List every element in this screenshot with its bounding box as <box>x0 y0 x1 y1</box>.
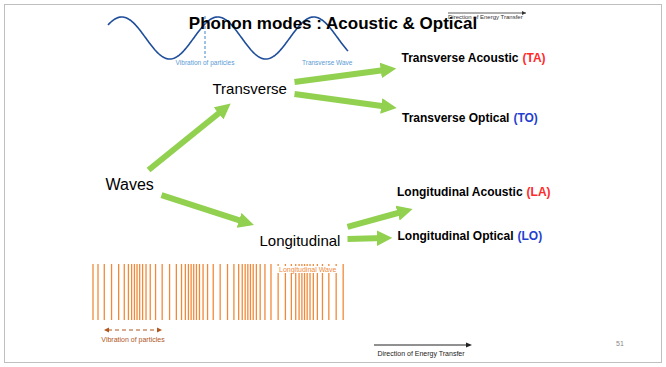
compression-line <box>104 264 105 320</box>
compression-line <box>219 264 220 320</box>
compression-line <box>264 264 265 320</box>
compression-line <box>118 264 119 320</box>
compression-line <box>139 264 140 320</box>
compression-line <box>190 264 191 320</box>
compression-line <box>176 264 177 320</box>
direction-label: Direction of Energy Transfer <box>448 14 523 20</box>
compression-line <box>256 264 257 320</box>
longitudinal-wave <box>93 264 343 320</box>
compression-line <box>155 264 156 320</box>
compression-line <box>253 264 254 320</box>
compression-line <box>142 264 143 320</box>
compression-line <box>196 264 197 320</box>
compression-line <box>92 264 93 320</box>
mode-abbreviation: (LA) <box>527 185 551 199</box>
direction-label: Direction of Energy Transfer <box>377 350 464 357</box>
direction-arrow <box>374 345 468 346</box>
category-label: Transverse <box>210 78 291 99</box>
compression-line <box>245 264 246 320</box>
mode-abbreviation: (TA) <box>522 51 545 65</box>
slide-number: 51 <box>616 340 624 347</box>
mode-abbreviation: (LO) <box>518 229 543 243</box>
branch-arrow <box>295 94 390 107</box>
compression-line <box>193 264 194 320</box>
slide-border <box>5 5 662 363</box>
mode-label: Transverse Acoustic(TA) <box>399 49 550 67</box>
compression-line <box>185 264 186 320</box>
mode-label: Transverse Optical (TO) <box>399 109 541 127</box>
compression-line <box>169 264 170 320</box>
category-label: Longitudinal <box>257 230 344 251</box>
arrowhead <box>157 328 162 333</box>
arrowhead <box>104 328 109 333</box>
branch-arrow <box>348 235 385 242</box>
compression-line <box>227 264 228 320</box>
node-text: Transverse Optical <box>402 111 509 125</box>
mode-abbreviation: (TO) <box>513 111 537 125</box>
branch-arrow <box>149 109 225 171</box>
node-text: Longitudinal <box>260 232 341 249</box>
branch-arrow <box>348 211 406 227</box>
compression-line <box>97 264 98 320</box>
compression-line <box>124 264 125 320</box>
compression-line <box>202 264 203 320</box>
compression-line <box>242 264 243 320</box>
direction-arrow <box>448 13 526 14</box>
slide-title: Phonon modes : Acoustic & Optical <box>0 14 666 34</box>
compression-line <box>134 264 135 320</box>
compression-line <box>128 264 129 320</box>
compression-line <box>260 264 261 320</box>
compression-line <box>343 264 344 320</box>
compression-line <box>233 264 234 320</box>
branch-arrow <box>295 69 389 82</box>
node-text: Longitudinal Optical <box>398 229 514 243</box>
wave-label: Longitudinal Wave <box>277 266 338 273</box>
compression-line <box>181 264 182 320</box>
compression-line <box>188 264 189 320</box>
node-text: Transverse Acoustic <box>402 51 519 65</box>
compression-line <box>111 264 112 320</box>
mode-label: Longitudinal Optical (LO) <box>395 227 546 245</box>
compression-line <box>247 264 248 320</box>
branch-arrow <box>162 195 247 223</box>
node-text: Transverse <box>213 80 287 97</box>
compression-line <box>131 264 132 320</box>
mode-label: Longitudinal Acoustic (LA) <box>394 183 554 201</box>
compression-line <box>136 264 137 320</box>
node-text: Longitudinal Acoustic <box>397 185 523 199</box>
vibration-label: Vibration of particles <box>101 336 164 343</box>
compression-line <box>199 264 200 320</box>
compression-line <box>207 264 208 320</box>
vibration-label: Vibration of particles <box>176 59 235 66</box>
compression-line <box>270 264 271 320</box>
compression-line <box>238 264 239 320</box>
compression-line <box>150 264 151 320</box>
compression-line <box>162 264 163 320</box>
compression-line <box>145 264 146 320</box>
root-label: Waves <box>103 174 158 196</box>
arrowhead <box>466 343 472 348</box>
node-text: Waves <box>106 176 154 193</box>
compression-line <box>213 264 214 320</box>
vibration-arrow <box>108 330 158 331</box>
compression-line <box>250 264 251 320</box>
wave-label: Transverse Wave <box>302 59 352 66</box>
